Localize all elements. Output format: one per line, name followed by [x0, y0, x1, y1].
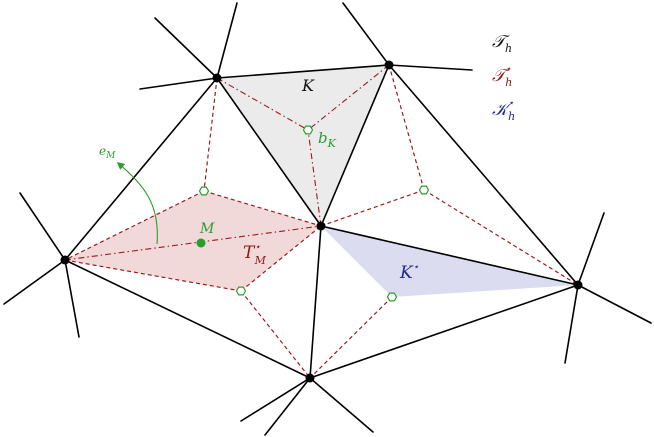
mesh-edge — [216, 77, 322, 227]
mesh-edge-stub — [342, 2, 390, 66]
mesh-edge-stub — [3, 259, 66, 305]
label-K: K — [301, 76, 315, 95]
mesh-edge — [388, 64, 579, 286]
dual-edge — [203, 190, 322, 227]
dual-edge — [309, 296, 393, 379]
mesh-edge-stub — [216, 2, 238, 79]
dashdot-lines — [64, 64, 390, 261]
mesh-edge — [309, 284, 579, 379]
label-M: M — [199, 221, 215, 237]
dashdot-line — [307, 129, 322, 227]
mesh-vertices — [60, 60, 583, 383]
legend-dual-mesh: 𝒯⋆h — [492, 64, 512, 89]
mesh-edge-stub — [240, 377, 311, 422]
primal-mesh-edges — [3, 2, 652, 436]
midpoint-M-dot — [196, 238, 206, 248]
dual-edge — [388, 64, 425, 191]
mesh-edge-stub — [264, 377, 311, 436]
vertex-dot — [316, 221, 326, 231]
legend: 𝒯h 𝒯⋆h 𝒦⋆h — [492, 32, 515, 123]
hexagon-marker-icon — [235, 286, 247, 296]
dual-edge — [240, 290, 311, 379]
vertex-dot — [305, 373, 315, 383]
dual-edge — [240, 225, 322, 292]
hexagon-marker-icon — [386, 292, 398, 302]
legend-dual-cells: 𝒦⋆h — [492, 98, 515, 123]
vertex-dot — [60, 255, 70, 265]
mesh-edge — [216, 64, 390, 79]
dashdot-line — [64, 225, 322, 261]
mesh-edge-stub — [564, 284, 579, 364]
label-bK: bK — [318, 129, 337, 150]
vertex-dot — [212, 73, 222, 83]
dual-cell-Kstar-fill — [321, 226, 578, 297]
label-eM: eM — [99, 144, 116, 161]
mesh-edge-stub — [19, 192, 66, 261]
mesh-edge — [320, 225, 579, 286]
triangle-K-fill — [217, 65, 389, 226]
dashdot-line — [307, 64, 390, 131]
hexagon-marker-icon — [302, 125, 314, 135]
label-TM-star: T⋆M — [243, 242, 267, 267]
legend-mesh: 𝒯h — [492, 32, 512, 55]
mesh-edge — [64, 259, 311, 379]
dashdot-line — [216, 77, 309, 131]
mesh-edge-stub — [309, 377, 374, 433]
hexagon-marker-icon — [198, 186, 210, 196]
dual-edge — [423, 189, 579, 286]
mesh-edge-stub — [577, 212, 605, 286]
mesh-edge-stub — [64, 259, 80, 338]
mesh-edge — [309, 225, 322, 379]
dual-edge — [320, 189, 425, 227]
hexagon-marker-icon — [418, 185, 430, 195]
mesh-edge-stub — [139, 77, 218, 90]
edge-normal-arrow — [116, 162, 158, 245]
diamond-TM-fill — [65, 191, 321, 291]
vertex-dot — [384, 60, 394, 70]
dual-mesh-edges — [64, 64, 579, 379]
dual-edge — [64, 190, 205, 261]
dual-vertex-markers — [198, 125, 430, 302]
mesh-edge — [64, 77, 218, 261]
dual-edge — [203, 77, 218, 192]
mesh-edge-stub — [154, 17, 218, 79]
dual-edge — [64, 259, 242, 292]
mesh-edge-stub — [388, 64, 473, 71]
mesh-edge — [320, 64, 390, 227]
label-Kstar: K⋆ — [399, 262, 419, 283]
vertex-dot — [573, 280, 583, 290]
mesh-edge-stub — [577, 284, 652, 324]
